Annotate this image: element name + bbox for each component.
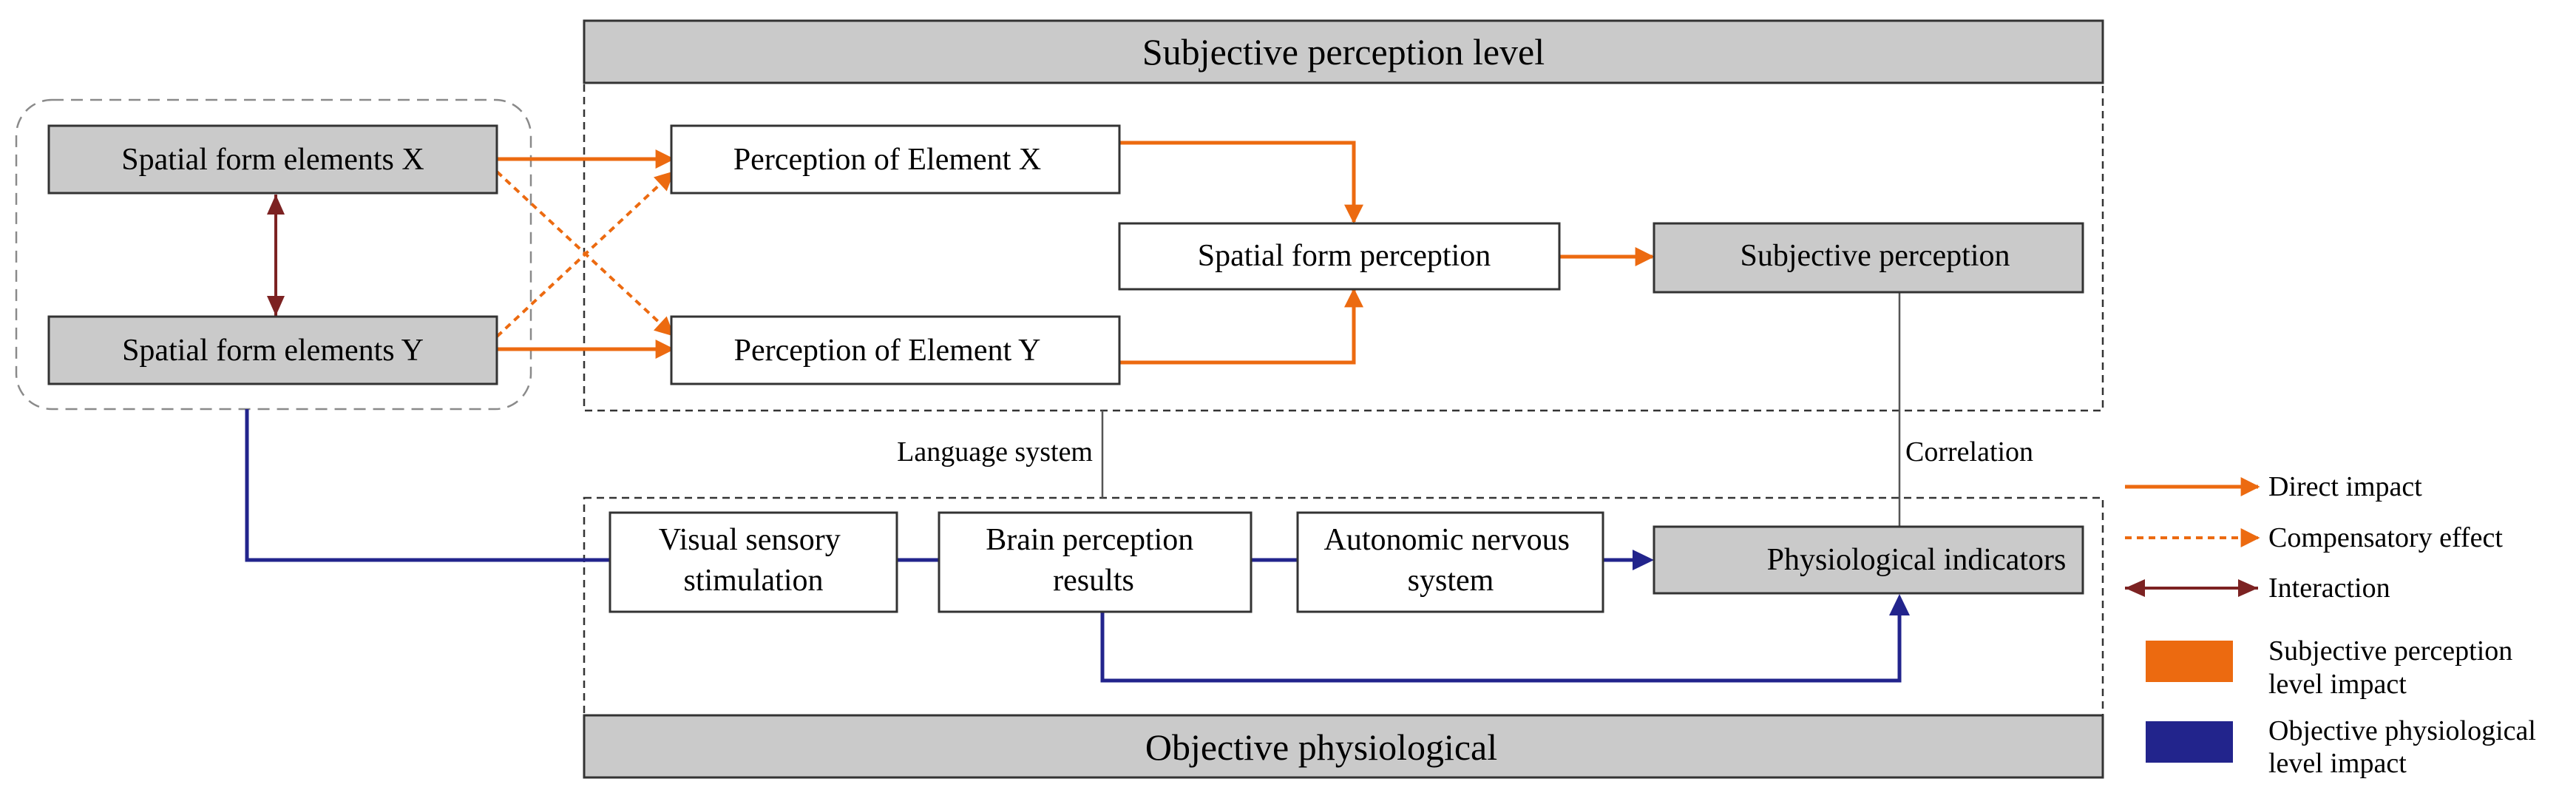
physiological-indicators-box <box>1653 525 2084 595</box>
autonomic-nervous-line-2: system <box>1408 564 1494 598</box>
perception-y-box <box>670 315 1121 385</box>
subjective-perception-label: Subjective perception <box>1740 239 2010 273</box>
perception-y-label: Perception of Element Y <box>734 334 1041 368</box>
legend-objective-label: Objective physiological level impact <box>2268 706 2543 779</box>
objective-level-header <box>583 714 2104 779</box>
legend-subjective-label: Subjective perception level impact <box>2268 627 2520 700</box>
legend-objective-line-2: level impact <box>2268 748 2407 779</box>
perception-x-label: Perception of Element X <box>733 143 1041 177</box>
brain-perception-box <box>938 511 1253 613</box>
navy-arrowhead-physio-bottom <box>1889 594 1910 615</box>
brain-perception-line-1: Brain perception <box>986 523 1193 557</box>
compensatory-y-to-perc-x <box>495 171 674 338</box>
spatial-elements-y-box <box>47 315 498 385</box>
visual-sensory-box <box>609 511 898 613</box>
legend-interaction-arrowhead-left <box>2125 579 2145 597</box>
legend-subjective-line-1: Subjective perception <box>2268 635 2512 667</box>
legend-objective-swatch <box>2146 721 2233 763</box>
subjective-level-title: Subjective perception level <box>1142 31 1545 72</box>
physiological-indicators-label: Physiological indicators <box>1767 543 2067 577</box>
visual-sensory-line-2: stimulation <box>684 564 824 598</box>
visual-sensory-label: Visual sensory stimulation <box>659 523 848 598</box>
arrow-perc-y-to-spatial <box>1119 288 1363 365</box>
elements-group-frame <box>15 98 532 411</box>
spatial-form-perception-box <box>1118 222 1561 291</box>
navy-brain-to-physio <box>1100 608 1902 683</box>
legend-interaction-label: Interaction <box>2268 573 2390 604</box>
legend-subjective-swatch <box>2146 641 2233 682</box>
autonomic-nervous-box <box>1296 511 1604 613</box>
legend-subjective-line-2: level impact <box>2268 669 2407 700</box>
spatial-elements-x-label: Spatial form elements X <box>121 143 424 177</box>
visual-sensory-line-1: Visual sensory <box>659 523 841 557</box>
legend-compensatory-label: Compensatory effect <box>2268 522 2503 553</box>
interaction-arrowhead-down <box>267 296 285 316</box>
interaction-arrowhead-up <box>267 195 285 215</box>
spatial-form-perception-label: Spatial form perception <box>1198 239 1491 273</box>
perception-x-box <box>670 124 1121 195</box>
legend-objective-line-1: Objective physiological <box>2268 715 2536 746</box>
brain-perception-line-2: results <box>1053 564 1134 598</box>
autonomic-nervous-label: Autonomic nervous system <box>1324 523 1578 598</box>
subjective-perception-box <box>1653 222 2084 294</box>
spatial-elements-y-label: Spatial form elements Y <box>122 334 424 368</box>
autonomic-nervous-line-1: Autonomic nervous <box>1324 523 1570 557</box>
language-system-label: Language system <box>897 436 1093 468</box>
legend-direct-label: Direct impact <box>2268 471 2422 502</box>
objective-level-title: Objective physiological <box>1145 726 1497 768</box>
correlation-label: Correlation <box>1905 436 2033 468</box>
brain-perception-label: Brain perception results <box>986 523 1201 598</box>
subjective-level-header <box>583 19 2104 84</box>
navy-arrowhead-physio-left <box>1633 550 1654 570</box>
navy-elements-to-visual <box>245 409 611 562</box>
legend-interaction-arrowhead-right <box>2238 579 2258 597</box>
spatial-elements-x-box <box>47 124 498 195</box>
arrow-perc-x-to-spatial <box>1119 141 1363 224</box>
